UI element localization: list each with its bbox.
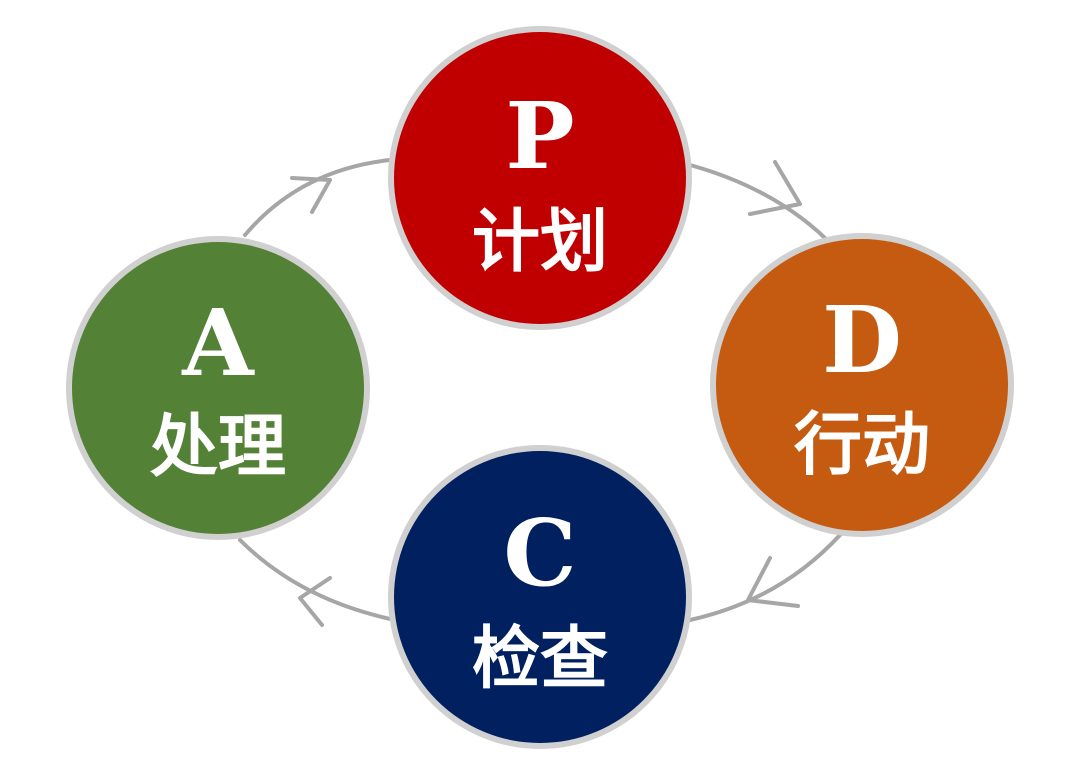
node-do-circle: [716, 239, 1008, 531]
arrowhead-do-to-check: [746, 556, 800, 608]
node-plan-letter: P: [505, 82, 574, 190]
node-plan-label: 计划: [472, 202, 608, 282]
arrowhead-act-to-plan: [290, 176, 332, 214]
node-check-letter: C: [503, 499, 576, 607]
node-do-label: 行动: [794, 405, 930, 485]
node-act: A 处理: [66, 236, 370, 540]
arrowhead-plan-to-do: [748, 160, 802, 216]
node-plan-circle: [394, 32, 686, 324]
node-check-label: 检查: [472, 619, 608, 699]
arrow-do-to-check: [688, 533, 842, 622]
node-plan: P 计划: [388, 26, 692, 330]
node-check-circle: [394, 451, 686, 743]
node-do: D 行动: [710, 233, 1014, 537]
node-act-label: 处理: [150, 407, 286, 487]
arrow-check-to-act: [238, 538, 397, 622]
node-do-letter: D: [822, 286, 902, 394]
arrow-plan-to-do: [688, 163, 837, 250]
node-check: C 检查: [388, 445, 692, 749]
arrowhead-check-to-act: [298, 576, 332, 627]
arrow-act-to-plan: [243, 158, 392, 237]
node-act-circle: [72, 242, 364, 534]
node-act-letter: A: [181, 289, 255, 397]
